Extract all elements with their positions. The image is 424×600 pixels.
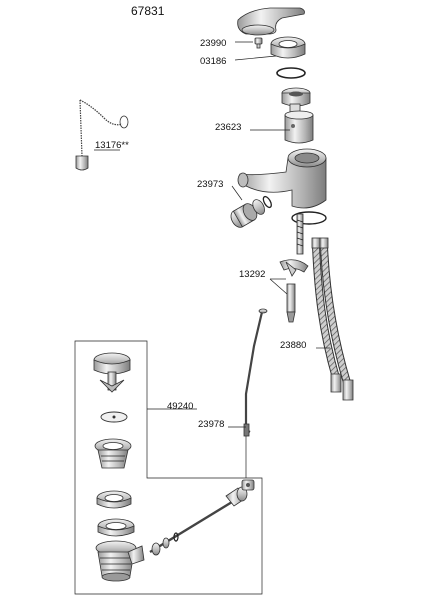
waste-nut-part — [97, 518, 135, 537]
screw-part — [254, 37, 263, 49]
leader-lines — [94, 41, 330, 428]
fixing-bracket-part — [279, 259, 309, 323]
aerator-part — [230, 195, 272, 228]
waste-set-frame — [74, 340, 263, 595]
chain-plug-part — [75, 99, 129, 171]
pivot-rod-part — [149, 486, 248, 556]
label-13292: 13292 — [239, 269, 265, 280]
label-23973: 23973 — [197, 179, 223, 190]
label-23990: 23990 — [200, 38, 226, 49]
threaded-rod-part — [296, 213, 304, 255]
cap-ring-part — [270, 36, 306, 59]
waste-flange-part — [94, 438, 132, 469]
cartridge-part — [284, 103, 314, 144]
flexible-hoses-part — [311, 237, 354, 401]
label-49240: 49240 — [167, 401, 193, 412]
o-ring-part — [276, 67, 306, 79]
label-03186: 03186 — [200, 56, 226, 67]
label-23978: 23978 — [198, 419, 224, 430]
tap-body — [237, 148, 327, 225]
diagram-title: 67831 — [131, 4, 165, 18]
label-13176: 13176** — [95, 140, 129, 151]
label-23880: 23880 — [280, 340, 306, 351]
waste-gasket-part — [96, 490, 132, 509]
lever-handle — [237, 7, 305, 36]
waste-plug-cap-part — [93, 352, 131, 393]
label-23623: 23623 — [215, 122, 241, 133]
cartridge-nut-part — [281, 87, 311, 107]
waste-body-part — [95, 540, 145, 582]
linkage-clip-part — [241, 479, 255, 491]
pop-up-rod-part — [243, 308, 268, 478]
